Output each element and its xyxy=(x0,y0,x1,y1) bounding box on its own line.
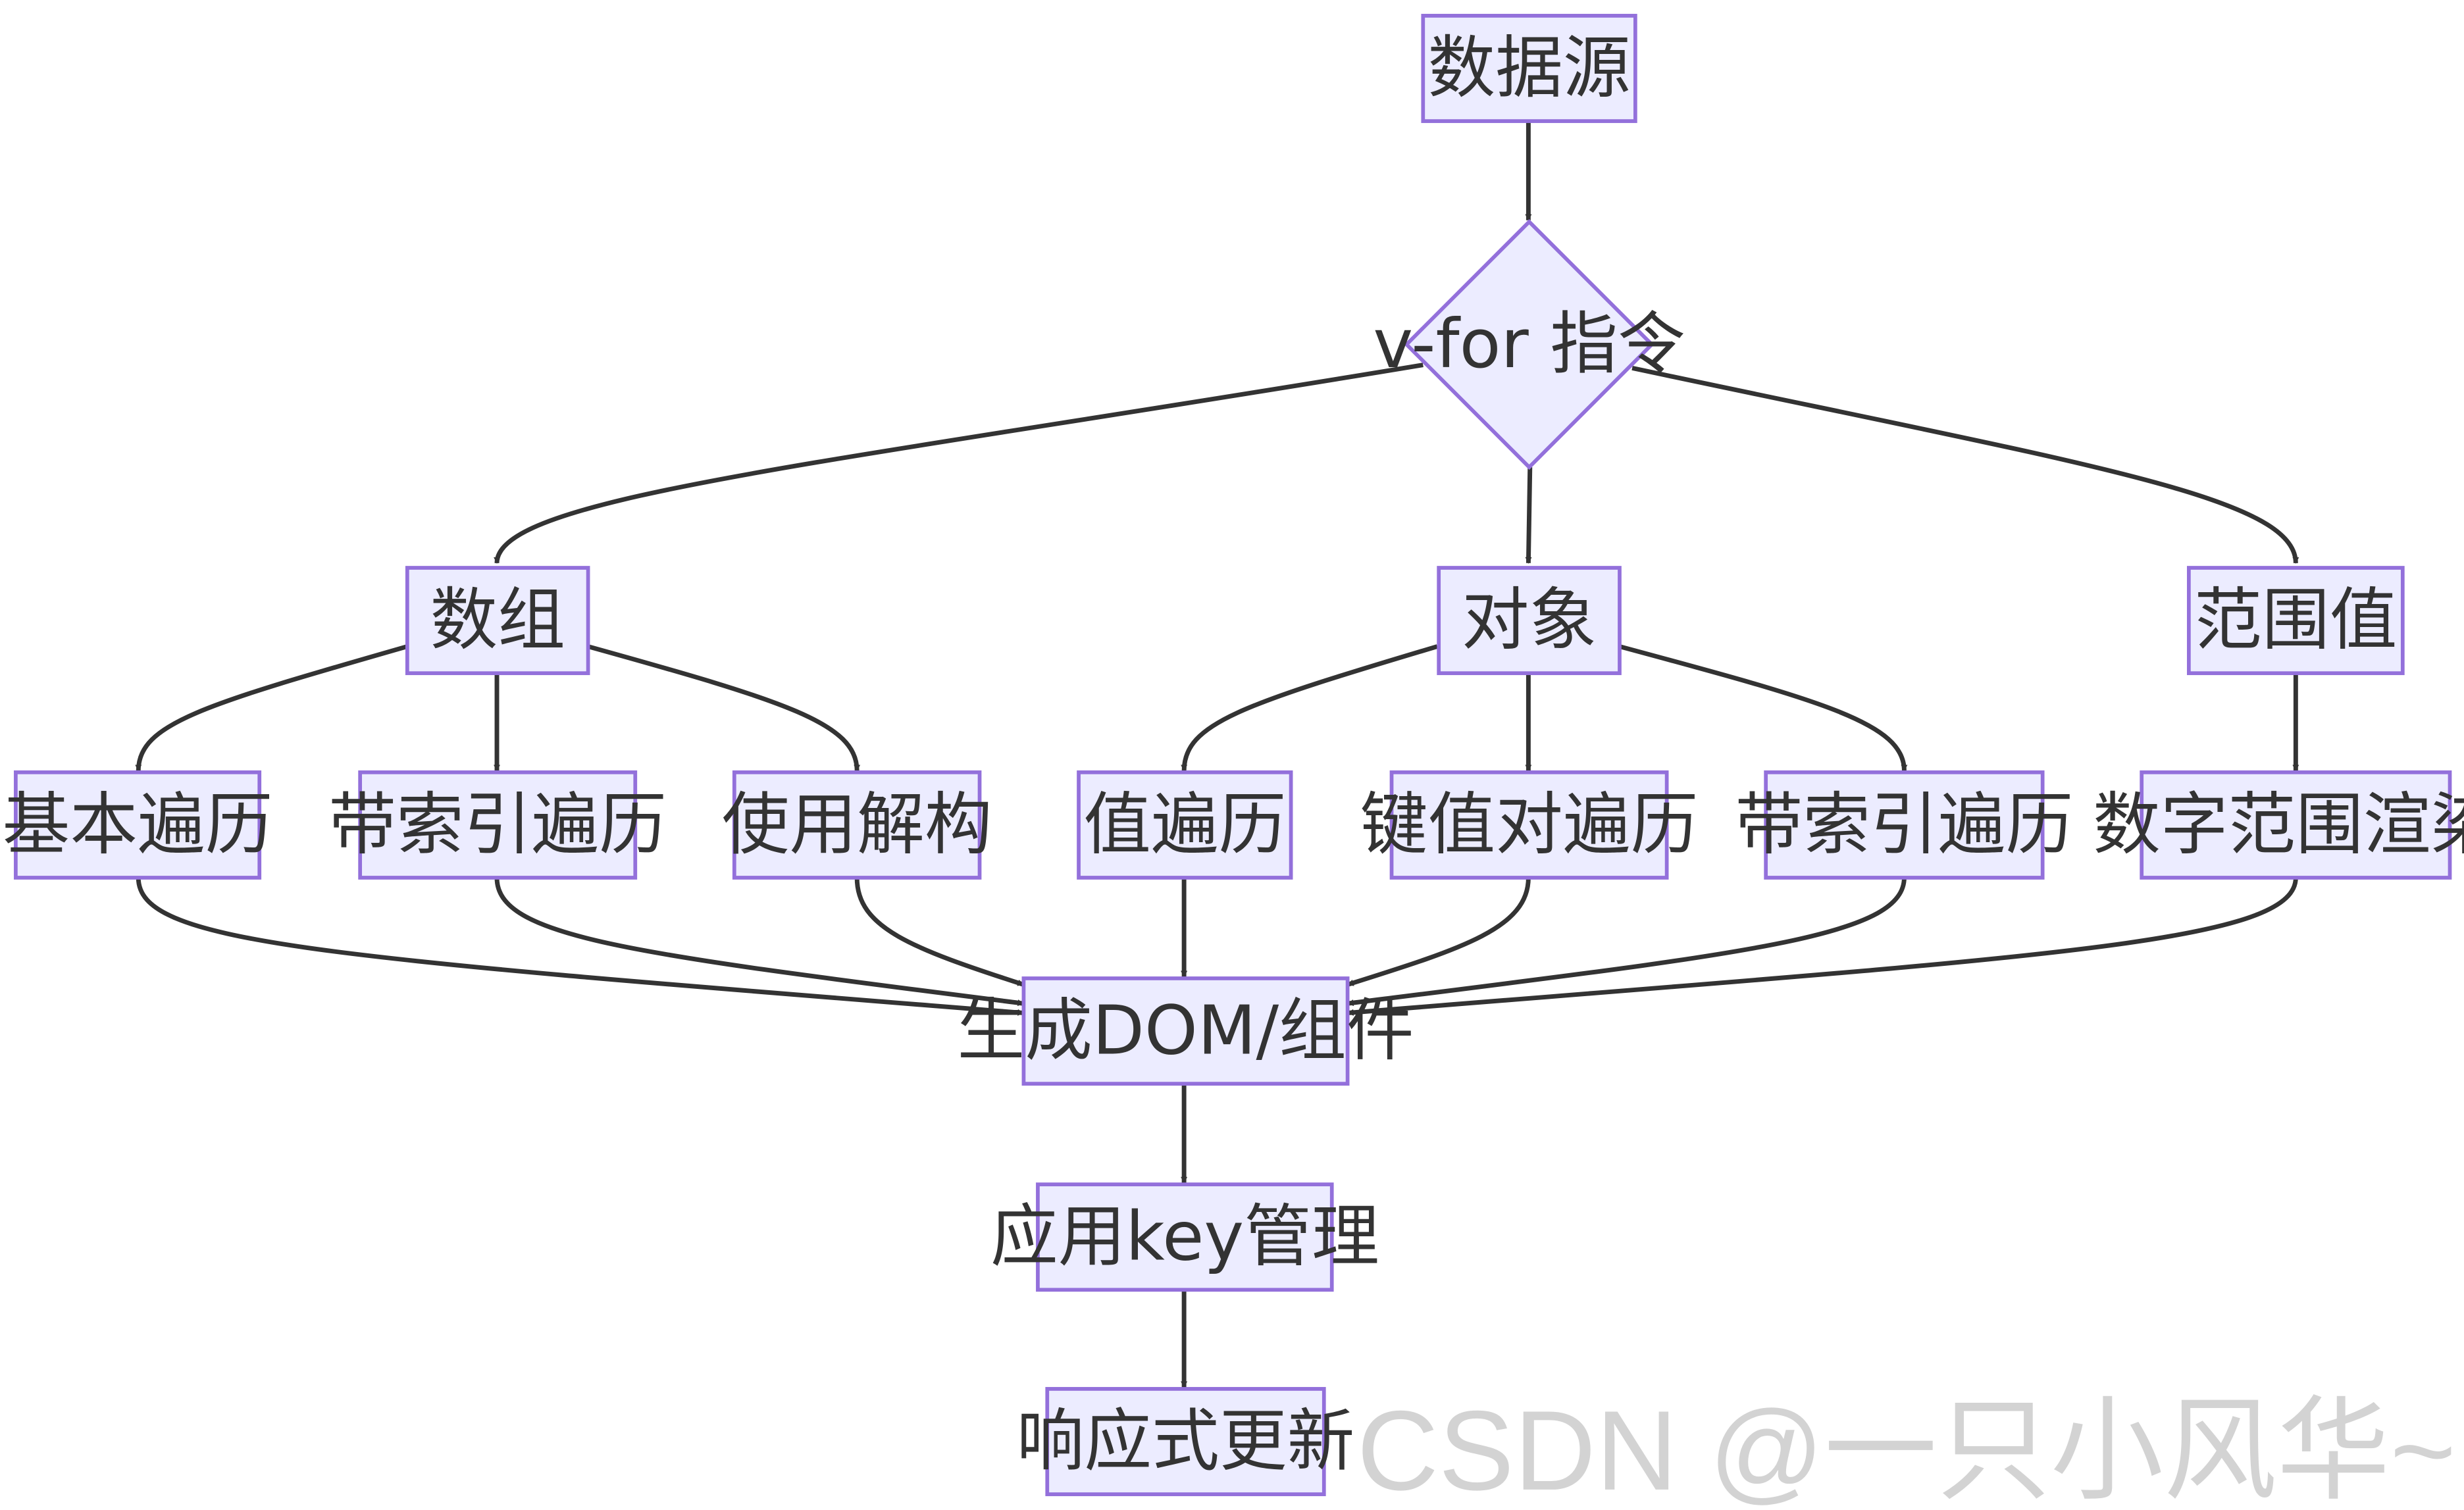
node-basic-iter-label: 基本遍历 xyxy=(3,786,273,864)
node-index-iter-array: 带索引遍历 xyxy=(328,770,667,880)
node-key-mgmt: 应用key管理 xyxy=(990,1182,1379,1292)
edge-index-iter-object-to-generate xyxy=(1347,877,1907,1007)
node-index-iter-object: 带索引遍历 xyxy=(1735,770,2074,880)
edge-vfor-to-object xyxy=(1525,466,1533,564)
node-generate-label: 生成DOM/组件 xyxy=(957,992,1414,1070)
node-reactive: 响应式更新 xyxy=(1017,1387,1355,1496)
node-object: 对象 xyxy=(1437,566,1622,676)
edge-index-iter-array-to-generate xyxy=(494,877,1025,1007)
node-reactive-label: 响应式更新 xyxy=(1017,1402,1355,1480)
node-index-iter-object-label: 带索引遍历 xyxy=(1735,786,2074,864)
edge-array-to-basic-iter xyxy=(135,644,408,772)
watermark-text: CSDN @一只小风华~ xyxy=(1357,1388,2456,1510)
edges xyxy=(135,122,2299,1388)
node-object-label: 对象 xyxy=(1462,582,1597,660)
node-destructure-label: 使用解构 xyxy=(722,786,992,864)
node-number-range: 数字范围渲染 xyxy=(2093,770,2464,880)
node-array: 数组 xyxy=(405,566,590,676)
node-range-label: 范围值 xyxy=(2194,582,2397,660)
node-range: 范围值 xyxy=(2187,566,2405,676)
node-generate: 生成DOM/组件 xyxy=(957,976,1414,1086)
node-value-iter-label: 值遍历 xyxy=(1083,786,1286,864)
node-key-mgmt-label: 应用key管理 xyxy=(990,1198,1379,1276)
node-source: 数据源 xyxy=(1421,14,1637,123)
node-array-label: 数组 xyxy=(430,582,565,660)
node-kv-iter-label: 键值对遍历 xyxy=(1360,786,1699,864)
node-vfor-decision: v-for 指令 xyxy=(1373,219,1685,470)
edge-object-to-index-iter xyxy=(1619,644,1908,772)
edge-basic-iter-to-generate xyxy=(136,877,1025,1016)
edge-destructure-to-generate xyxy=(854,877,1025,987)
node-kv-iter: 键值对遍历 xyxy=(1360,770,1699,880)
edge-object-to-value-iter xyxy=(1181,644,1438,772)
node-number-range-label: 数字范围渲染 xyxy=(2093,786,2464,864)
node-basic-iter: 基本遍历 xyxy=(3,770,273,880)
node-destructure: 使用解构 xyxy=(722,770,992,880)
node-vfor-label: v-for 指令 xyxy=(1373,305,1685,384)
edge-array-to-destructure xyxy=(587,644,861,772)
node-value-iter: 值遍历 xyxy=(1077,770,1293,880)
edge-number-range-to-generate xyxy=(1347,877,2298,1016)
node-index-iter-array-label: 带索引遍历 xyxy=(328,786,667,864)
edge-vfor-to-array xyxy=(494,363,1424,564)
edge-kv-iter-to-generate xyxy=(1347,877,1531,987)
edge-vfor-to-range xyxy=(1631,366,2299,564)
node-source-label: 数据源 xyxy=(1427,29,1630,107)
